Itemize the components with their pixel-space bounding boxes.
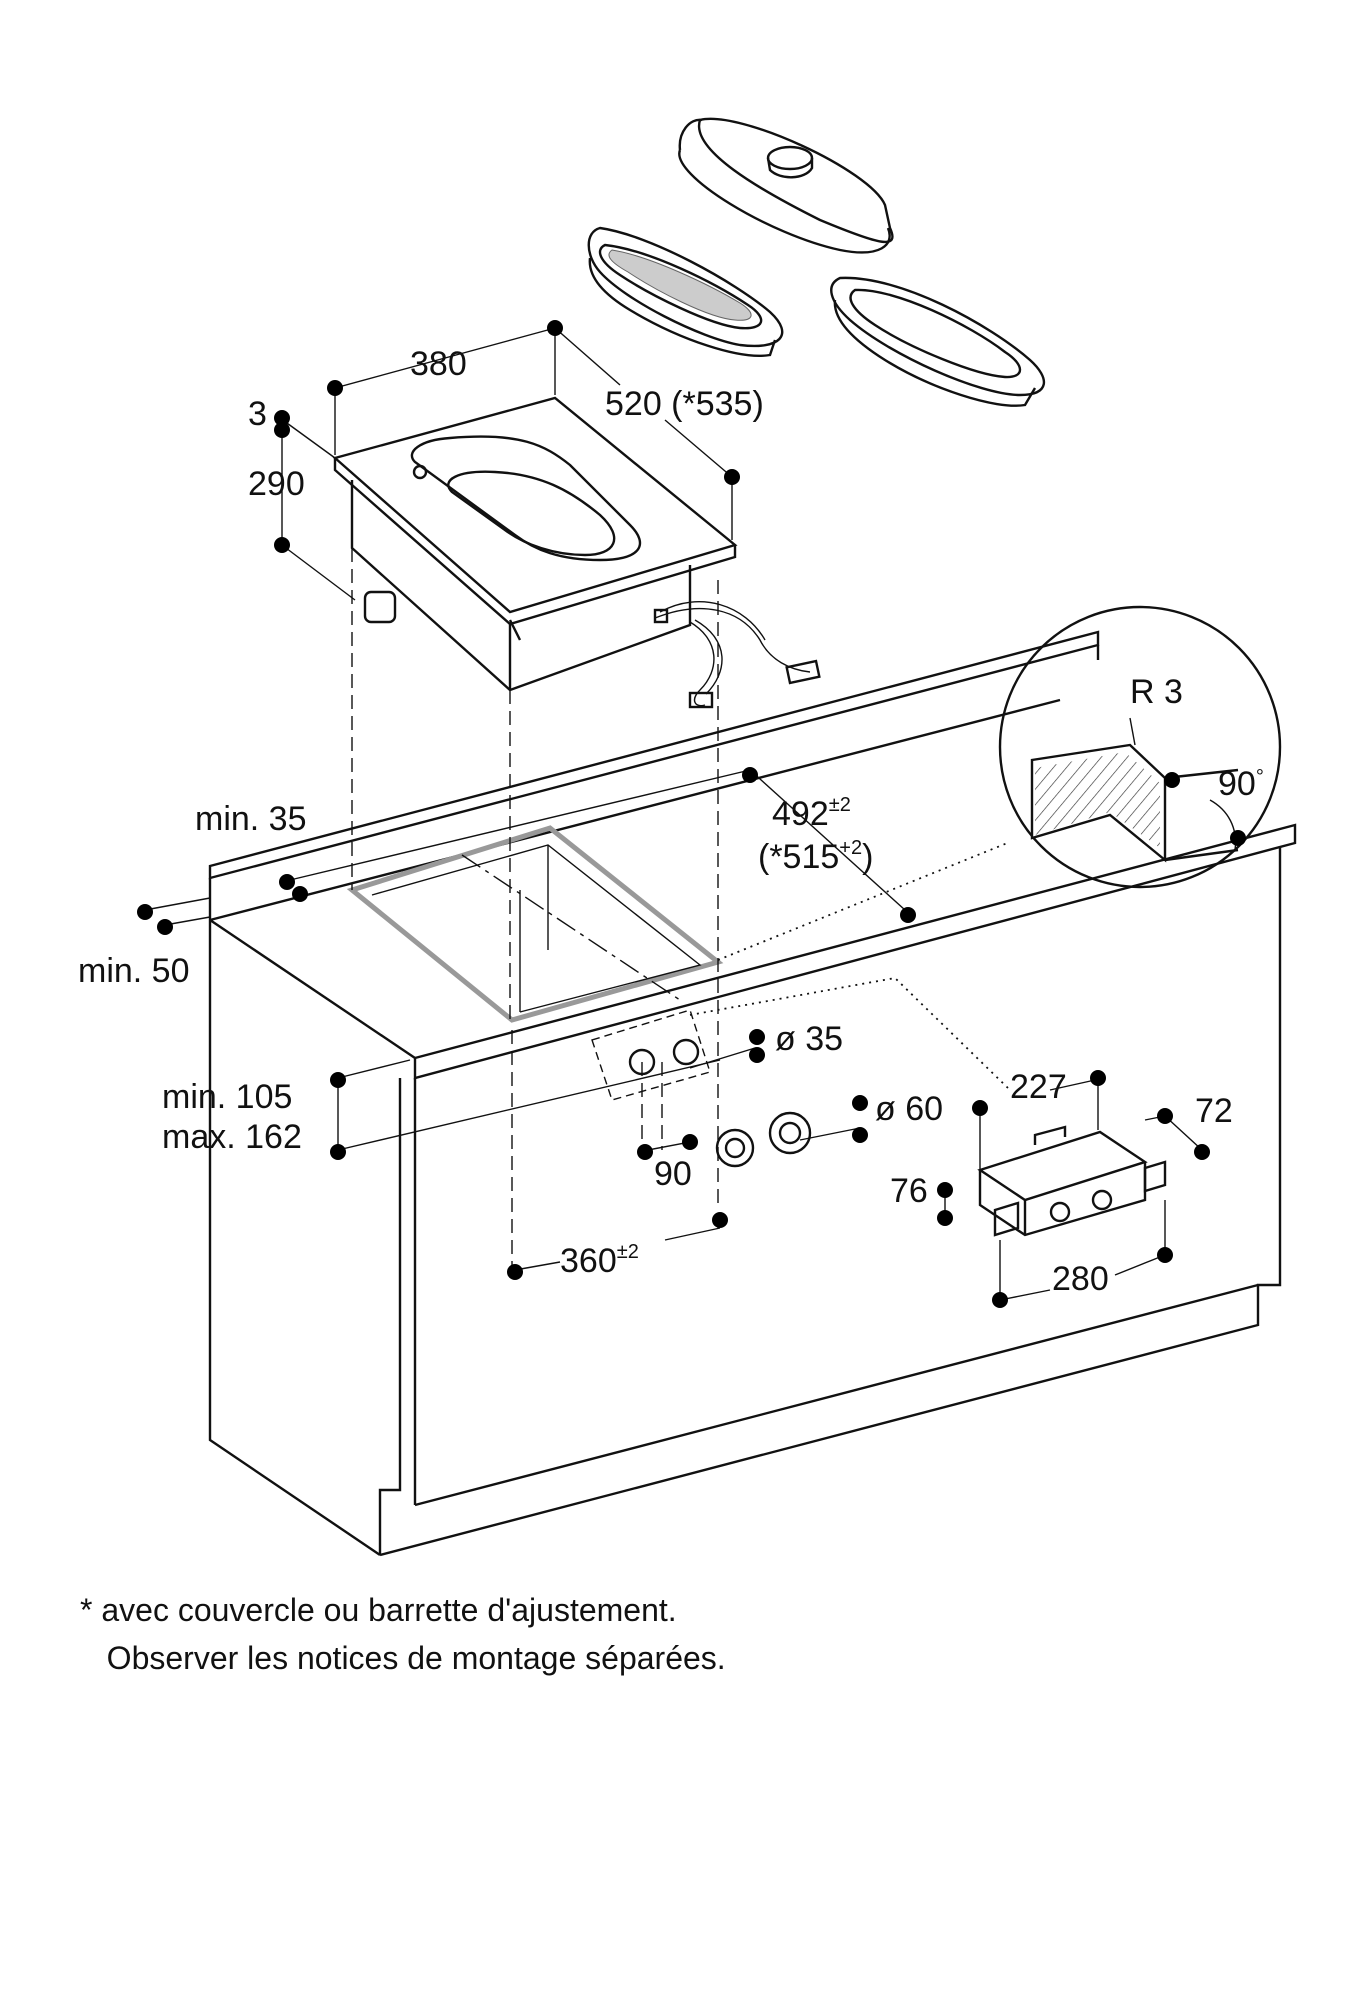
- dimension-labels: 380 520 (*535) 3 290 R 3 90° min. 35 min…: [78, 345, 1264, 1298]
- dim-90-degrees: 90°: [1218, 765, 1264, 803]
- dim-492-tolerance: ±2: [829, 794, 851, 816]
- dim-515-tolerance: +2: [839, 837, 862, 859]
- dim-492-value: 492: [772, 795, 829, 833]
- projection-lines: [351, 548, 719, 1275]
- dim-max162: max. 162: [162, 1118, 302, 1156]
- knob-panel: [591, 1009, 812, 1168]
- footnote-line-1: * avec couvercle ou barrette d'ajustemen…: [80, 1592, 677, 1628]
- dim-72: 72: [1195, 1092, 1233, 1130]
- dim-90-value: 90: [1218, 765, 1256, 803]
- dimension-dots: [137, 320, 1246, 1308]
- dim-90-spacing: 90: [654, 1155, 692, 1193]
- dim-76: 76: [890, 1172, 928, 1210]
- dim-r3: R 3: [1130, 673, 1183, 711]
- dim-492: 492±2: [772, 794, 851, 833]
- footnote-line-2: Observer les notices de montage séparées…: [80, 1640, 726, 1676]
- dim-515-close: ): [862, 838, 873, 876]
- dim-min35: min. 35: [195, 800, 307, 838]
- lid: [678, 117, 894, 254]
- dim-515: (*515+2): [758, 837, 873, 876]
- dim-380: 380: [410, 345, 467, 383]
- perforated-pan: [587, 226, 784, 357]
- dim-360-value: 360: [560, 1242, 617, 1280]
- steamer-appliance: [332, 396, 821, 709]
- dim-360: 360±2: [560, 1241, 639, 1280]
- dim-515-value: (*515: [758, 838, 839, 876]
- dim-min105: min. 105: [162, 1078, 292, 1116]
- cabinet: [208, 630, 1297, 1557]
- leader-lines: [689, 841, 1011, 1091]
- degree-symbol: °: [1256, 766, 1264, 788]
- dim-dia60: ø 60: [875, 1090, 943, 1128]
- dim-dia35: ø 35: [775, 1020, 843, 1058]
- dim-min50: min. 50: [78, 952, 190, 990]
- electronic-box: [977, 1125, 1167, 1237]
- dim-290: 290: [248, 465, 305, 503]
- dim-360-tolerance: ±2: [617, 1241, 639, 1263]
- dim-227: 227: [1010, 1068, 1067, 1106]
- detail-magnifier: [998, 605, 1282, 889]
- dim-3: 3: [248, 395, 267, 433]
- plain-pan: [830, 276, 1046, 407]
- dim-280: 280: [1052, 1260, 1109, 1298]
- dim-520: 520 (*535): [605, 385, 764, 423]
